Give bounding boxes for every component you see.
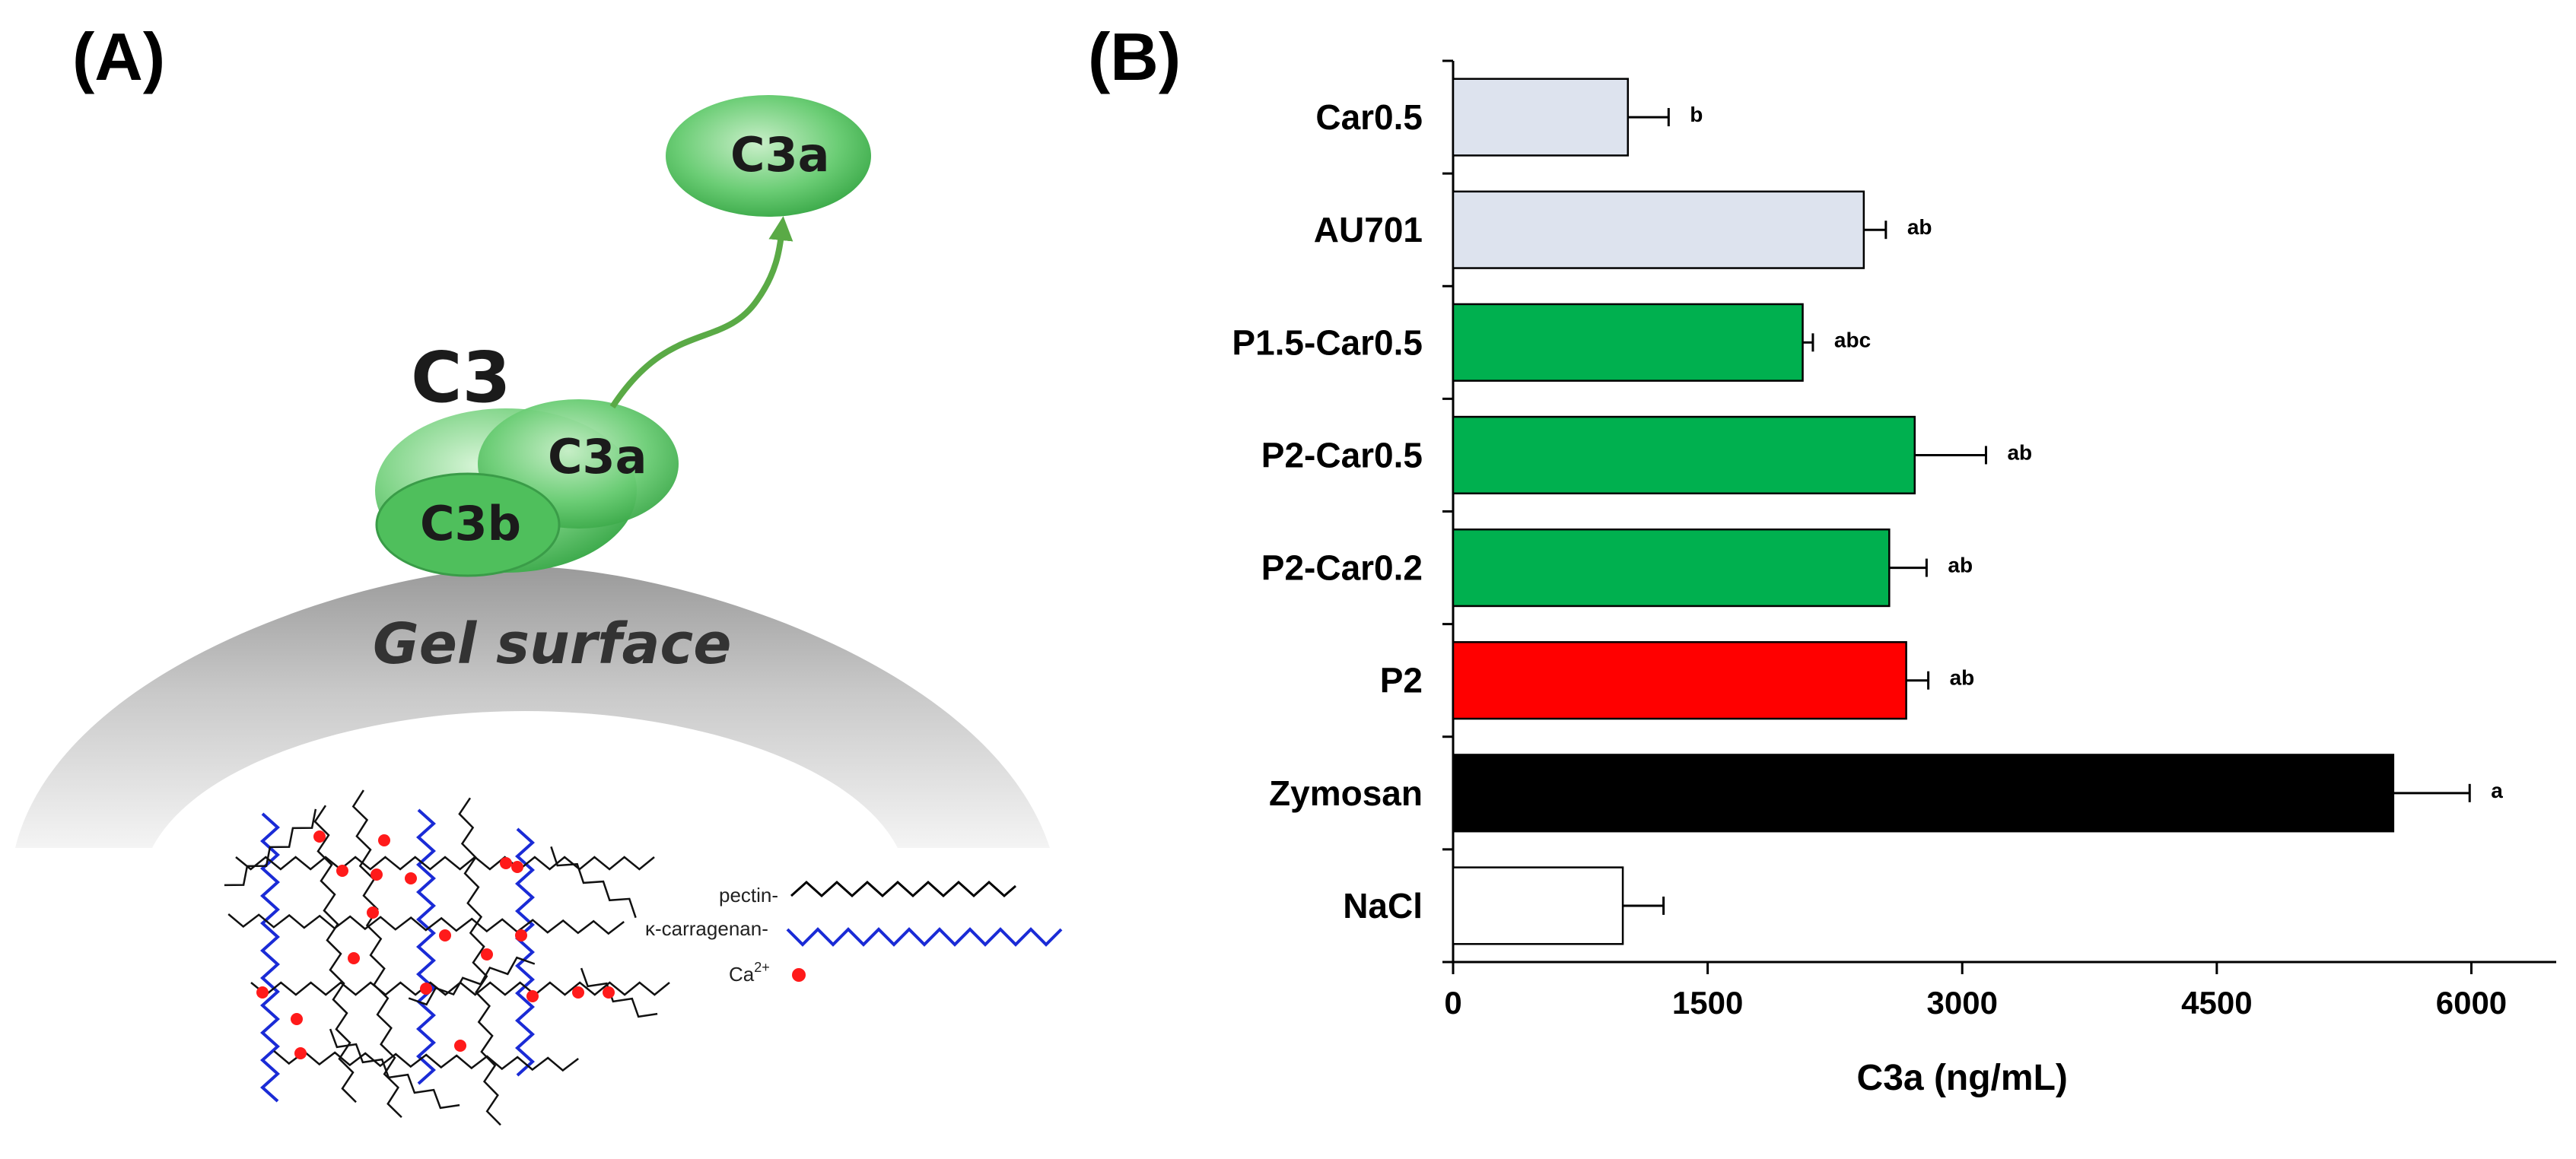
bar xyxy=(1452,641,1907,720)
category-label: NaCl xyxy=(1343,886,1423,926)
panel-a-schematic: (A) Gel surface C3 C3a C3b C3a pectin- κ… xyxy=(15,19,1063,1126)
c3b-label: C3b xyxy=(420,496,521,551)
calcium-ion-dot xyxy=(439,929,451,941)
x-tick-label: 4500 xyxy=(2181,985,2252,1021)
category-label: P2 xyxy=(1380,661,1423,700)
released-c3a-label: C3a xyxy=(730,127,829,183)
panel-b-label: (B) xyxy=(1088,19,1181,94)
x-axis-title: C3a (ng/mL) xyxy=(1857,1058,2068,1098)
category-label: P2-Car0.5 xyxy=(1261,435,1423,475)
calcium-ion-dot xyxy=(405,872,417,884)
polymer-network xyxy=(224,789,670,1126)
category-label: AU701 xyxy=(1314,210,1423,249)
c3b-blob xyxy=(375,472,561,577)
network-legend: pectin- κ-carragenan- Ca2+ xyxy=(645,880,1063,986)
bar xyxy=(1452,415,1916,495)
category-label: P2-Car0.2 xyxy=(1261,548,1423,588)
pectin-chain xyxy=(550,846,637,919)
legend-carrageenan-line xyxy=(786,927,1063,947)
pectin-chain xyxy=(224,808,317,887)
bar xyxy=(1452,190,1865,269)
released-c3a-blob xyxy=(666,95,871,217)
pectin-chain xyxy=(235,856,655,871)
significance-label: b xyxy=(1690,103,1703,126)
x-tick-label: 3000 xyxy=(1927,985,1998,1021)
legend-carrageenan-label: κ-carragenan- xyxy=(645,917,768,940)
pectin-chain xyxy=(273,1050,579,1072)
panel-a-label: (A) xyxy=(72,19,165,94)
calcium-ion-dot xyxy=(526,990,539,1002)
calcium-ion-dot xyxy=(370,868,383,881)
calcium-ion-dot xyxy=(515,929,527,941)
category-label: P1.5-Car0.5 xyxy=(1232,322,1423,362)
pectin-chain xyxy=(329,1028,460,1110)
calcium-ion-dot xyxy=(256,986,269,999)
bar xyxy=(1452,78,1630,157)
carrageenan-chain xyxy=(515,827,535,1077)
significance-label: ab xyxy=(2007,440,2032,464)
pectin-chain xyxy=(351,789,402,1118)
bar xyxy=(1452,866,1624,945)
calcium-ion-dot xyxy=(294,1047,307,1059)
bar xyxy=(1452,754,2395,833)
c3a-attached-label: C3a xyxy=(548,429,647,484)
x-tick-label: 6000 xyxy=(2436,985,2507,1021)
pectin-chain xyxy=(580,967,658,1018)
category-label: Zymosan xyxy=(1269,773,1423,813)
x-tick-label: 1500 xyxy=(1672,985,1743,1021)
significance-label: ab xyxy=(1907,215,1932,239)
significance-label: ab xyxy=(1948,554,1973,577)
calcium-ion-dot xyxy=(336,865,348,877)
gel-surface-label: Gel surface xyxy=(373,611,731,677)
calcium-ion-dot xyxy=(313,830,326,843)
significance-label: abc xyxy=(1834,328,1871,351)
calcium-ion-dot xyxy=(603,986,615,999)
calcium-ion-dot xyxy=(348,952,360,964)
significance-label: ab xyxy=(1950,666,1975,690)
category-label: Car0.5 xyxy=(1315,97,1423,137)
pectin-chain xyxy=(227,913,625,935)
calcium-ion-dot xyxy=(420,983,432,995)
calcium-ion-dot xyxy=(367,907,379,919)
calcium-ion-dot xyxy=(500,857,512,869)
legend-calcium-label: Ca2+ xyxy=(729,960,770,986)
legend-pectin-label: pectin- xyxy=(719,884,778,907)
calcium-ion-dot xyxy=(291,1013,303,1025)
bar xyxy=(1452,528,1891,608)
calcium-ion-dot xyxy=(572,986,584,999)
gel-surface-arch xyxy=(15,567,1050,848)
significance-label: a xyxy=(2491,779,2503,802)
carrageenan-chain xyxy=(416,808,436,1085)
x-tick-label: 0 xyxy=(1444,985,1461,1021)
pectin-chain xyxy=(313,805,357,1103)
pectin-chain xyxy=(458,797,501,1126)
calcium-ion-dot xyxy=(454,1040,466,1052)
calcium-ion-dot xyxy=(378,834,390,846)
legend-calcium-dot xyxy=(792,968,806,982)
pectin-chain xyxy=(408,956,536,1006)
calcium-ion-dot xyxy=(511,861,523,873)
legend-pectin-line xyxy=(790,880,1016,898)
release-arrow xyxy=(609,216,793,409)
c3-label: C3 xyxy=(411,337,511,418)
bar xyxy=(1452,303,1804,382)
calcium-ion-dot xyxy=(481,948,493,961)
